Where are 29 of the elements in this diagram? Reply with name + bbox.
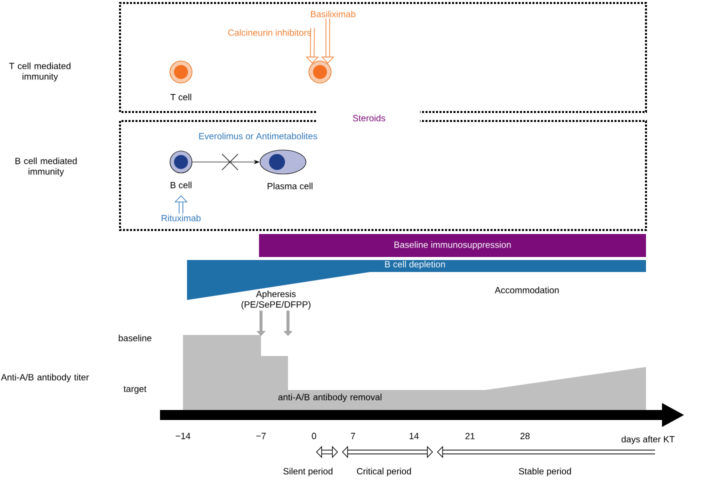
row-label: Anti-A/B antibody titer bbox=[1, 374, 89, 382]
period-label: Stable period bbox=[518, 468, 571, 476]
drug-label: Steroids bbox=[352, 114, 386, 122]
tick-label: 0 bbox=[312, 432, 316, 440]
phase-label: Accommodation bbox=[494, 286, 559, 294]
tick-label: −7 bbox=[256, 432, 266, 440]
row-label: B cell mediated immunity bbox=[15, 158, 77, 176]
axis-label: days after KT bbox=[622, 436, 675, 444]
drug-label: Calcineurin inhibitors bbox=[228, 29, 311, 36]
tick-label: 7 bbox=[350, 432, 356, 440]
level-label: target bbox=[124, 386, 146, 394]
drug-label: Rituximab bbox=[162, 214, 201, 222]
tick-label: 21 bbox=[465, 432, 475, 440]
immunosuppression-band: Baseline immunosuppression bbox=[259, 234, 646, 257]
tick-label: −14 bbox=[176, 432, 190, 440]
cell-label: B cell bbox=[170, 182, 192, 188]
row-label: T cell mediated immunity bbox=[9, 62, 70, 82]
level-label: baseline bbox=[118, 334, 152, 342]
tick-label: 28 bbox=[520, 432, 530, 440]
drug-label: Everolimus or Antimetabolites bbox=[199, 132, 318, 140]
period-label: Silent period bbox=[283, 468, 332, 476]
cell-label: Plasma cell bbox=[268, 182, 312, 190]
drug-label: Basiliximab bbox=[310, 10, 356, 18]
tick-label: 14 bbox=[410, 432, 419, 440]
t-cell-icon bbox=[308, 60, 332, 84]
period-label: Critical period bbox=[356, 468, 411, 476]
procedure-label: Apheresis (PE/SePE/DFPP) bbox=[242, 290, 310, 310]
cell-label: T cell bbox=[170, 94, 192, 100]
area-label: anti-A/B antibody removal bbox=[278, 394, 382, 402]
